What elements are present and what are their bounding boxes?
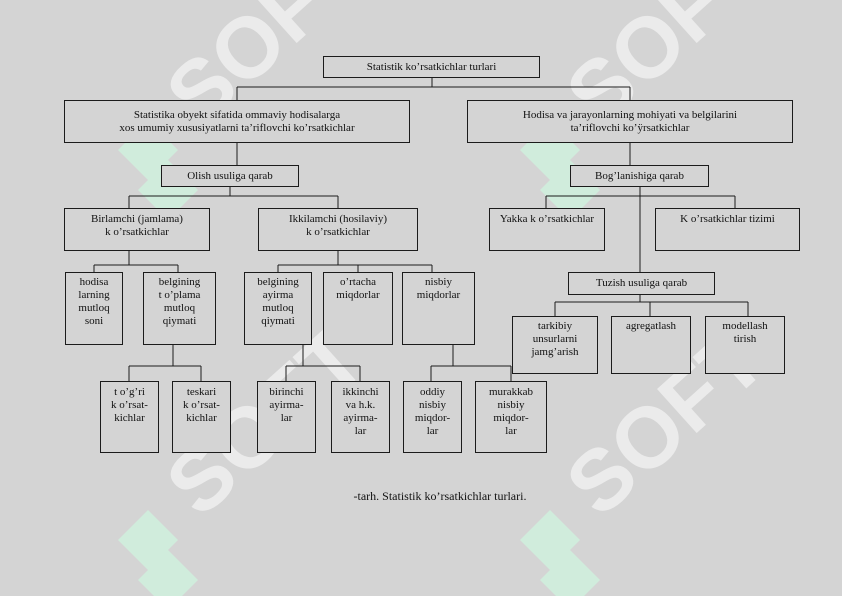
connector: [277, 251, 433, 272]
node-hodisa: hodisa larning mutloq soni: [65, 272, 123, 345]
node-ortacha: o’rtacha miqdorlar: [323, 272, 393, 345]
node-birlamchi: Birlamchi (jamlama) k o’rsatkichlar: [64, 208, 210, 251]
node-oddiy: oddiy nisbiy miqdor- lar: [403, 381, 462, 453]
node-tizimi: K o’rsatkichlar tizimi: [655, 208, 800, 251]
node-ikkilamchi: Ikkilamchi (hosilaviy) k o’rsatkichlar: [258, 208, 418, 251]
node-tarkibiy: tarkibiy unsurlarni jamg’arish: [512, 316, 598, 374]
node-yakka: Yakka k o’rsatkichlar: [489, 208, 605, 251]
node-murakkab: murakkab nisbiy miqdor- lar: [475, 381, 547, 453]
node-birinchi: birinchi ayirma- lar: [257, 381, 316, 453]
node-belgining-ayirma: belgining ayirma mutloq qiymati: [244, 272, 312, 345]
node-teskari: teskari k o’rsat- kichlar: [172, 381, 231, 453]
node-ikkinchi: ikkinchi va h.k. ayirma- lar: [331, 381, 390, 453]
node-boglanish: Bog’lanishiga qarab: [570, 165, 709, 187]
node-root: Statistik ko’rsatkichlar turlari: [323, 56, 540, 78]
node-modellash: modellash tirish: [705, 316, 785, 374]
node-nisbiy: nisbiy miqdorlar: [402, 272, 475, 345]
node-togri: t o’g’ri k o’rsat- kichlar: [100, 381, 159, 453]
connector: [128, 187, 339, 208]
connector: [236, 78, 631, 100]
connector: [554, 295, 749, 316]
node-tuzish: Tuzish usuliga qarab: [568, 272, 715, 295]
node-right-main: Hodisa va jarayonlarning mohiyati va bel…: [467, 100, 793, 143]
connector: [430, 345, 512, 381]
figure-caption: -tarh. Statistik ko’rsatkichlar turlari.: [353, 489, 527, 503]
node-left-main: Statistika obyekt sifatida ommaviy hodis…: [64, 100, 410, 143]
connector: [285, 345, 361, 381]
connector: [93, 251, 179, 272]
node-belgining-toplama: belgining t o’plama mutloq qiymati: [143, 272, 216, 345]
node-agregatlash: agregatlash: [611, 316, 691, 374]
connector: [128, 345, 202, 381]
node-olish: Olish usuliga qarab: [161, 165, 299, 187]
